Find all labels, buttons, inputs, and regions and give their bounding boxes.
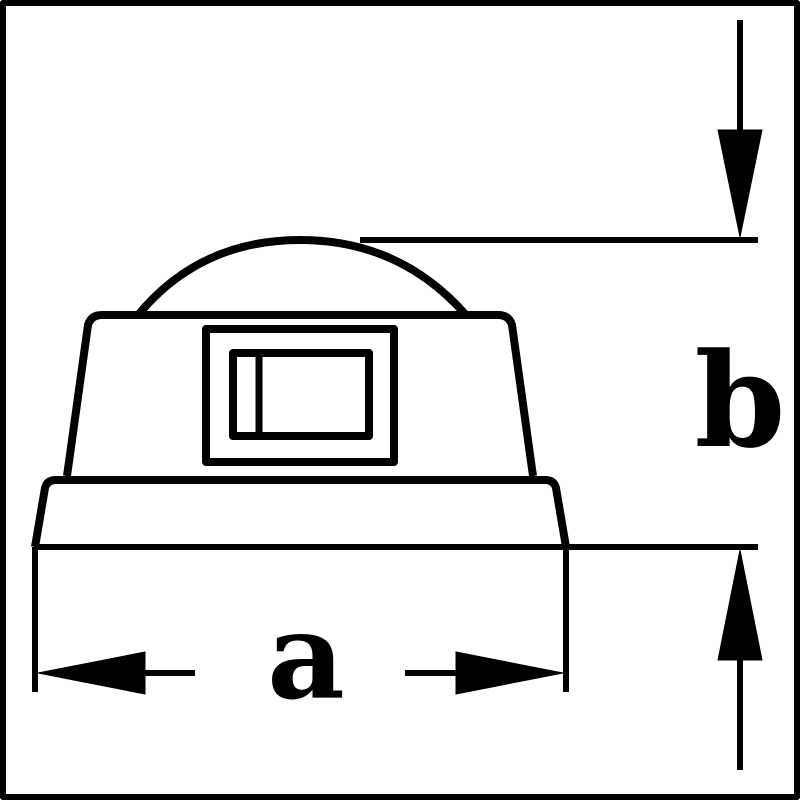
dim-b-bottom-arrow xyxy=(717,549,763,661)
dim-a-left-arrow xyxy=(37,651,146,695)
base-ring xyxy=(31,476,570,548)
dim-a-label: a xyxy=(267,586,345,727)
dome xyxy=(134,236,470,318)
dim-b-label: b xyxy=(695,324,786,477)
dim-a-right-arrow xyxy=(455,651,564,695)
body-outline xyxy=(63,311,537,477)
dim-b-top-arrow xyxy=(717,129,763,238)
switch-rocker xyxy=(229,349,373,440)
switch-bezel xyxy=(202,325,398,466)
